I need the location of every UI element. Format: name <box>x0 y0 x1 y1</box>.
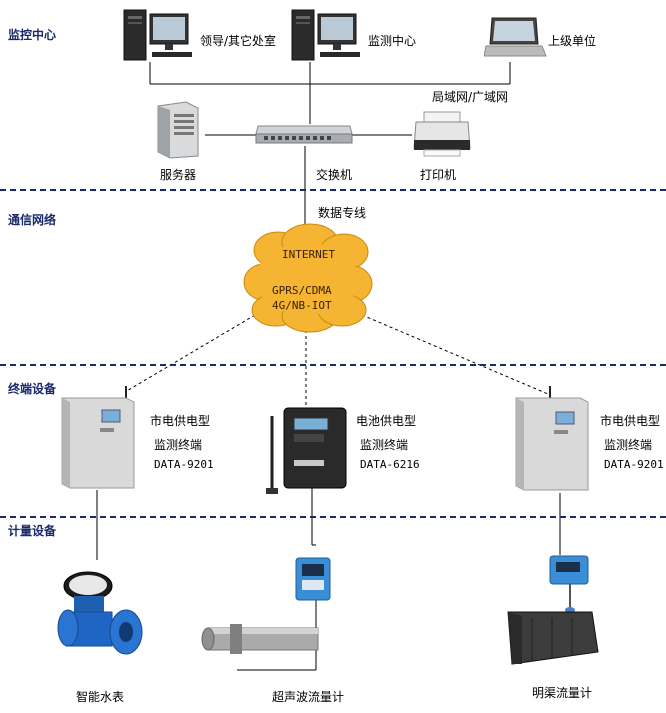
desktop-computer-icon <box>291 9 360 61</box>
server-icon <box>157 101 199 159</box>
divider-3 <box>0 516 666 518</box>
terminal-2-line1: 电池供电型 <box>356 414 417 428</box>
leader-office-label: 领导/其它处室 <box>200 34 277 48</box>
divider-2 <box>0 364 666 366</box>
lan-wan-label: 局域网/广域网 <box>432 90 509 104</box>
ultrasonic-transmitter-icon <box>295 557 331 601</box>
section-communication-network: 通信网络 <box>8 213 57 227</box>
server-label: 服务器 <box>160 168 197 182</box>
water-meter-icon <box>57 571 143 655</box>
terminal-1-model: DATA-9201 <box>154 458 214 471</box>
terminal-3-model: DATA-9201 <box>604 458 664 471</box>
superior-unit-label: 上级单位 <box>548 34 597 48</box>
pipe-sensor-icon <box>201 624 319 654</box>
battery-terminal-icon <box>266 407 347 494</box>
terminal-3-line1: 市电供电型 <box>600 414 661 428</box>
gprs-cdma-label: GPRS/CDMA <box>272 284 332 297</box>
open-channel-flowmeter-icon <box>507 555 599 665</box>
printer-icon <box>413 111 471 157</box>
cloud-icon <box>243 223 373 333</box>
section-metering-equipment: 计量设备 <box>8 524 57 538</box>
dedicated-line-label: 数据专线 <box>318 206 367 220</box>
divider-1 <box>0 189 666 191</box>
printer-label: 打印机 <box>420 168 457 182</box>
section-terminal-equipment: 终端设备 <box>8 382 57 396</box>
laptop-icon <box>484 17 547 57</box>
terminal-2-line2: 监测终端 <box>360 438 409 452</box>
section-monitoring-center: 监控中心 <box>8 28 57 42</box>
switch-label: 交换机 <box>316 168 353 182</box>
terminal-3-line2: 监测终端 <box>604 438 653 452</box>
terminal-1-line1: 市电供电型 <box>150 414 211 428</box>
open-channel-flowmeter-label: 明渠流量计 <box>532 686 593 700</box>
network-switch-icon <box>255 125 353 144</box>
internet-label: INTERNET <box>282 248 335 261</box>
nbiot-label: 4G/NB-IOT <box>272 299 332 312</box>
desktop-computer-icon <box>123 9 192 61</box>
terminal-1-line2: 监测终端 <box>154 438 203 452</box>
mains-terminal-cabinet-icon <box>61 386 135 489</box>
terminal-2-model: DATA-6216 <box>360 458 420 471</box>
mains-terminal-cabinet-icon <box>515 386 589 491</box>
monitoring-center-label: 监测中心 <box>368 34 417 48</box>
ultrasonic-flowmeter-label: 超声波流量计 <box>272 690 345 704</box>
smart-water-meter-label: 智能水表 <box>76 690 125 704</box>
